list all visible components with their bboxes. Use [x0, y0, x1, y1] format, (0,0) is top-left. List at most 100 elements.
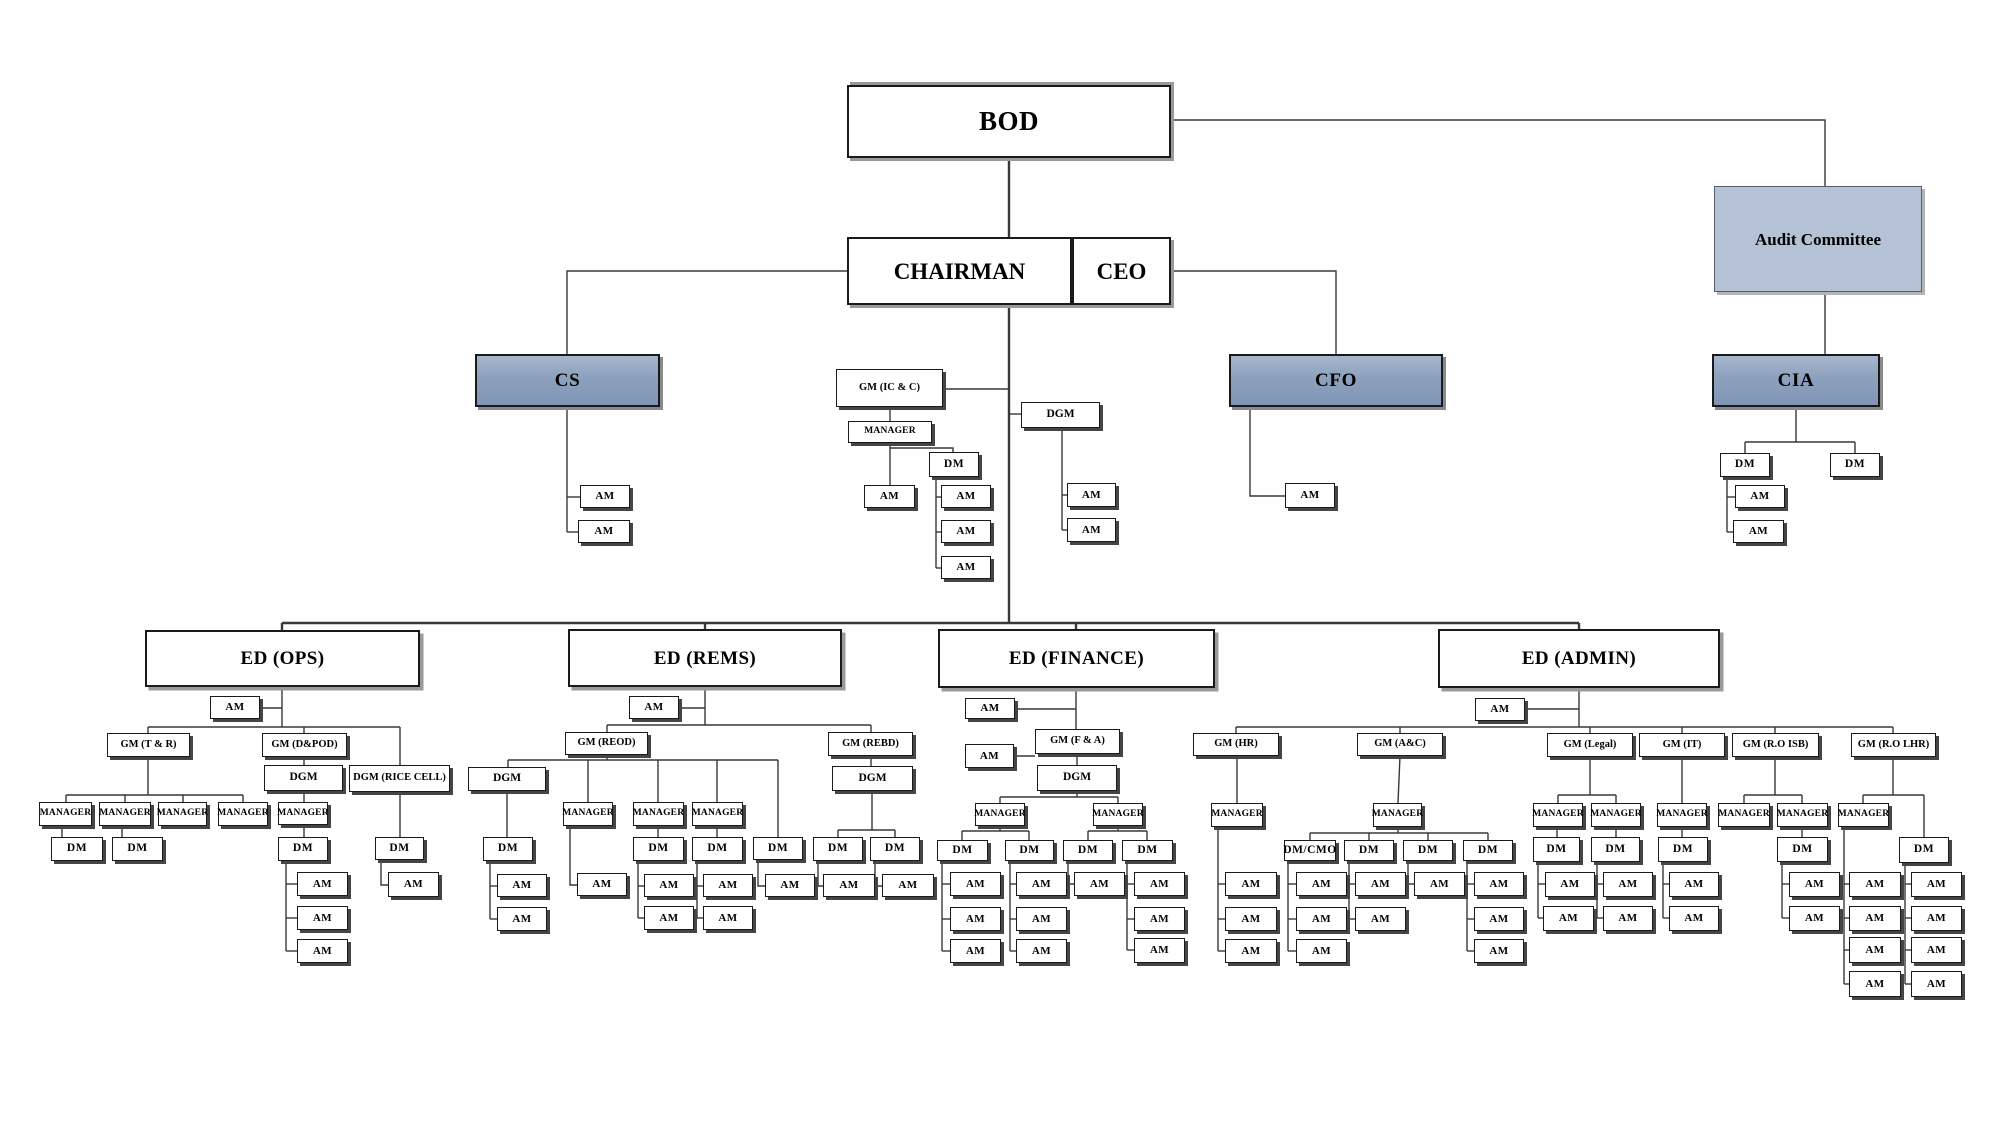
connector [1397, 755, 1401, 804]
connector [874, 861, 882, 887]
dpod-manager-box: MANAGER [277, 802, 329, 825]
legal-m1-dm-box: DM [1533, 837, 1580, 862]
reod-dgm-dm-box: DM [483, 837, 533, 861]
cia-am2-box: AM [1733, 520, 1784, 543]
reod-dgm-am2-box: AM [497, 907, 547, 931]
isb-manager2-box: MANAGER [1777, 803, 1828, 827]
connector [1407, 861, 1414, 885]
hr-manager-box: MANAGER [1211, 803, 1263, 827]
connector [1171, 119, 1826, 186]
connector [380, 860, 388, 886]
ac-dm4-box: DM [1463, 840, 1513, 861]
rice-dm-box: DM [375, 837, 424, 860]
reod-dm-am-box: AM [765, 874, 815, 897]
adm-am-box: AM [1475, 698, 1525, 721]
hr-am2-box: AM [1225, 907, 1277, 931]
rems-m3-am1-box: AM [703, 874, 753, 897]
gm-rebd-box: GM (REBD) [828, 732, 913, 756]
rice-am-box: AM [388, 872, 439, 897]
bod-box: BOD [847, 85, 1171, 158]
gm-reod-box: GM (REOD) [565, 732, 648, 755]
lhr-m-am4-box: AM [1849, 971, 1901, 997]
hr-am3-box: AM [1225, 939, 1277, 963]
reod-dm-box: DM [753, 837, 803, 860]
gm-hr-box: GM (HR) [1193, 733, 1279, 756]
fin-dm4-am1-box: AM [1134, 872, 1185, 896]
ops-manager2-box: MANAGER [99, 802, 151, 826]
connector [1067, 861, 1074, 885]
connector [757, 860, 765, 887]
fin-dm2-am1-box: AM [1016, 872, 1067, 896]
fin-dm4-am3-box: AM [1134, 938, 1185, 963]
cia-box: CIA [1712, 354, 1880, 407]
dgm-center-am1-box: AM [1067, 483, 1116, 507]
isb-am1-box: AM [1789, 872, 1840, 897]
ops-manager1-box: MANAGER [39, 802, 92, 826]
lhr-manager-box: MANAGER [1838, 803, 1889, 827]
isb-dm-box: DM [1777, 837, 1828, 862]
reod-dgm-am1-box: AM [497, 874, 547, 897]
icc-manager-am-box: AM [864, 485, 915, 508]
legal-manager1-box: MANAGER [1532, 803, 1584, 827]
rebd-dm2-am-box: AM [882, 874, 934, 897]
connector [817, 861, 823, 887]
gm-icc-box: GM (IC & C) [836, 369, 943, 407]
rebd-dm1-box: DM [813, 837, 863, 861]
dpod-am1-box: AM [297, 872, 348, 896]
cs-am2-box: AM [578, 520, 630, 543]
icc-dm-box: DM [929, 452, 979, 477]
legal-m2-dm-box: DM [1591, 837, 1640, 862]
gm-tr-box: GM (T & R) [107, 733, 190, 757]
rems-m2-am2-box: AM [644, 906, 694, 930]
dpod-dm-box: DM [278, 837, 328, 861]
dgm-center-am2-box: AM [1067, 518, 1116, 542]
icc-manager-box: MANAGER [848, 421, 932, 443]
dgm-rice-box: DGM (RICE CELL) [349, 765, 450, 792]
fin-dm2-am3-box: AM [1016, 939, 1067, 963]
connector [1171, 270, 1337, 354]
ac-dmcmo-box: DM/CMO [1283, 840, 1336, 861]
ac-dm4-am2-box: AM [1474, 907, 1524, 931]
rebd-dm1-am-box: AM [823, 874, 875, 897]
fin-am1-box: AM [965, 698, 1015, 719]
hr-am1-box: AM [1225, 872, 1277, 896]
lhr-dm-am1-box: AM [1911, 872, 1962, 897]
rebd-dgm-box: DGM [832, 766, 913, 791]
audit-committee-box: Audit Committee [1714, 186, 1922, 292]
gm-ac-box: GM (A&C) [1357, 733, 1443, 756]
fin-dm1-am1-box: AM [950, 872, 1001, 896]
gm-legal-box: GM (Legal) [1547, 733, 1633, 757]
rems-m3-dm-box: DM [692, 837, 743, 861]
gm-rolhr-box: GM (R.O LHR) [1851, 733, 1936, 757]
fin-dm1-am3-box: AM [950, 939, 1001, 963]
cs-box: CS [475, 354, 660, 407]
ac-dm1-am1-box: AM [1296, 872, 1347, 896]
gm-it-box: GM (IT) [1639, 733, 1725, 757]
fin-manager2-box: MANAGER [1092, 803, 1144, 826]
ops-m2-dm-box: DM [112, 837, 163, 861]
gm-fa-box: GM (F & A) [1035, 729, 1120, 754]
it-am1-box: AM [1669, 872, 1719, 897]
ops-manager4-box: MANAGER [217, 802, 269, 826]
connector [569, 826, 577, 886]
gm-roisb-box: GM (R.O ISB) [1732, 733, 1819, 757]
connector [566, 270, 847, 354]
lhr-dm-am4-box: AM [1911, 971, 1962, 997]
gm-dpod-box: GM (D&POD) [262, 733, 347, 757]
cfo-am-box: AM [1285, 483, 1335, 508]
icc-dm-am2-box: AM [941, 520, 991, 543]
icc-dm-am3-box: AM [941, 556, 991, 579]
legal-m1-am1-box: AM [1545, 872, 1595, 897]
ops-m1-dm-box: DM [51, 837, 103, 861]
legal-m2-am2-box: AM [1603, 906, 1653, 931]
ed-rems-box: ED (REMS) [568, 629, 842, 687]
connector [890, 447, 954, 452]
ac-dm1-am2-box: AM [1296, 907, 1347, 931]
ed-admin-box: ED (ADMIN) [1438, 629, 1720, 688]
lhr-m-am3-box: AM [1849, 937, 1901, 963]
it-dm-box: DM [1658, 837, 1708, 862]
ac-dm3-box: DM [1403, 840, 1453, 861]
